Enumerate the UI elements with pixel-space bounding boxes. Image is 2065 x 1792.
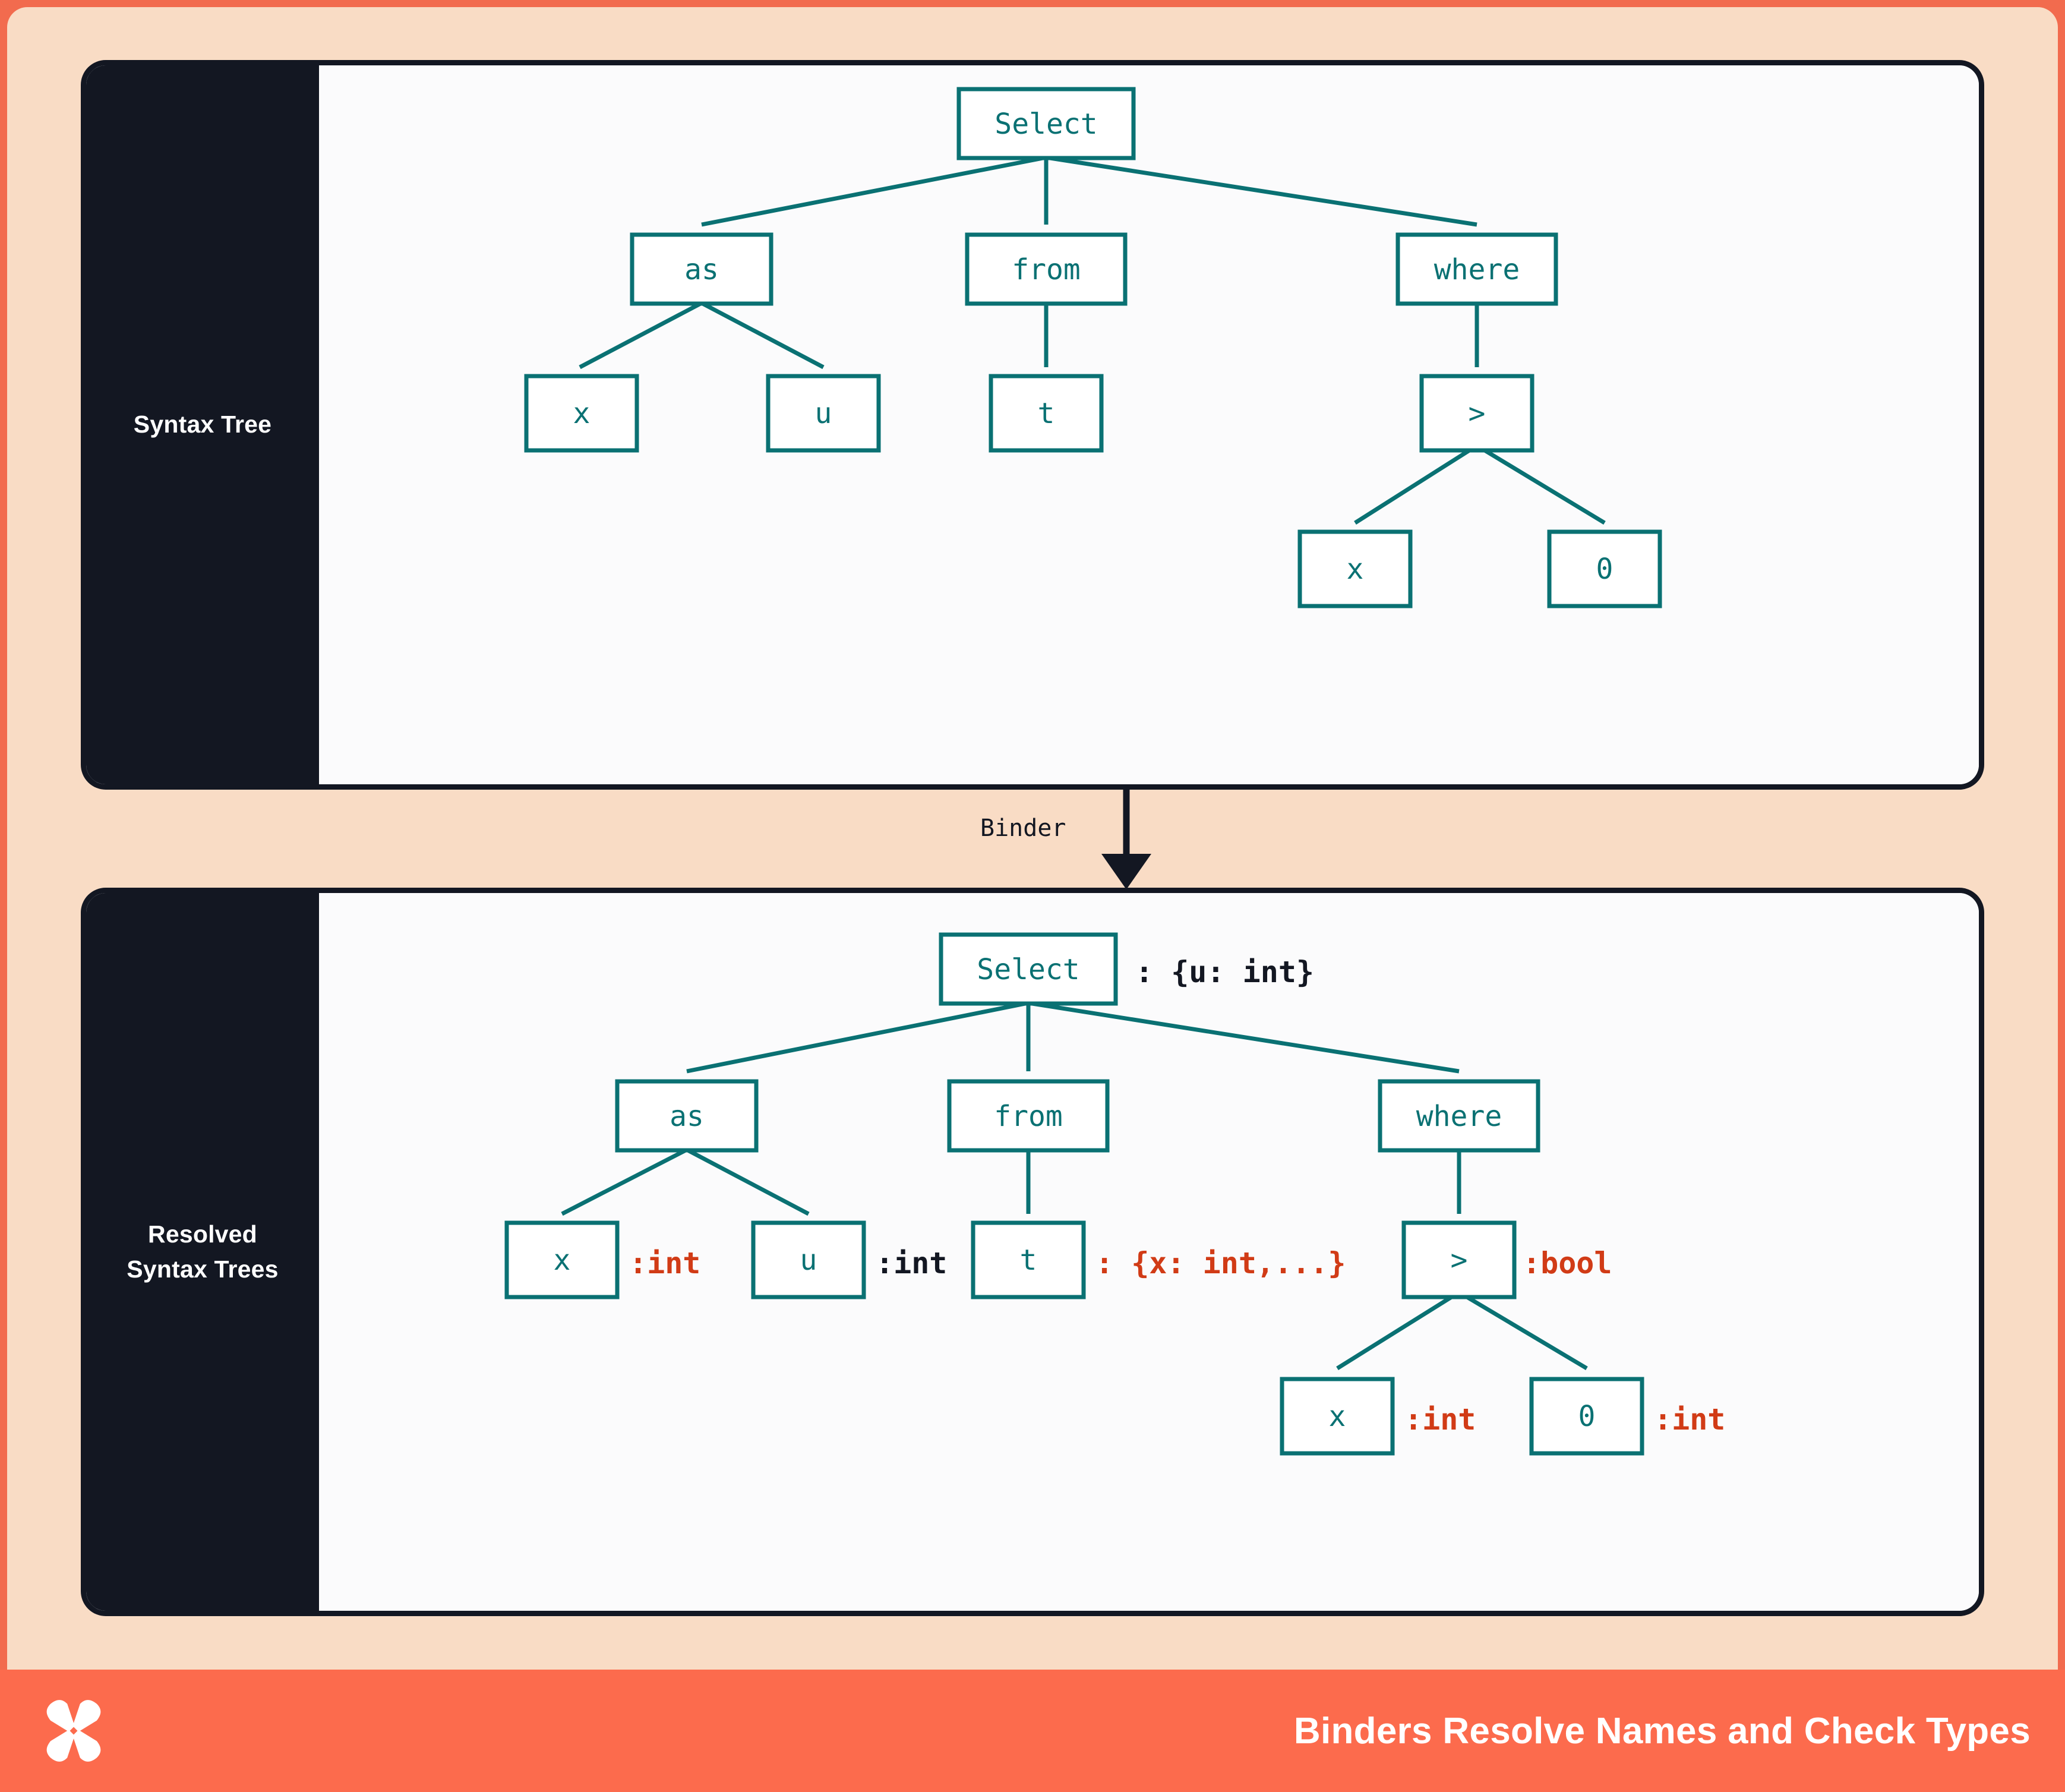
r-annotation-as-u: :int (876, 1246, 947, 1280)
svg-text:0: 0 (1596, 553, 1614, 586)
resolved-syntax-tree-diagram: Select : {u: int} as from where (504, 932, 1725, 1456)
panel-resolved-syntax-trees-label: Resolved Syntax Trees (127, 1217, 278, 1288)
node-as-x: x (524, 374, 639, 453)
r-annotation-cmp-x: :int (1404, 1402, 1476, 1437)
svg-text:0: 0 (1578, 1400, 1596, 1433)
svg-text:where: where (1416, 1100, 1502, 1133)
node-as-u: u (766, 374, 881, 453)
r-node-where-cmp: > (1401, 1220, 1517, 1299)
svg-text:Select: Select (977, 953, 1079, 986)
binder-arrow (1101, 790, 1151, 888)
binder-connector (81, 790, 1984, 888)
node-cmp-x: x (1297, 529, 1413, 608)
r-node-from: from (947, 1079, 1110, 1153)
edge-cmp-x (1354, 444, 1478, 525)
sidebar-label-line-2: Syntax Trees (127, 1255, 279, 1283)
r-annotation-from-t: : {x: int,...} (1095, 1246, 1346, 1280)
r-edge-root-where (1028, 1001, 1460, 1074)
r-node-cmp-x: x (1280, 1377, 1395, 1456)
r-edge-cmp-x (1336, 1291, 1460, 1370)
svg-text:from: from (994, 1100, 1063, 1133)
footer-bar: Binders Resolve Names and Check Types (0, 1670, 2065, 1792)
node-select: Select (956, 87, 1136, 160)
r-node-select: Select (939, 932, 1118, 1006)
edge-as-x (579, 301, 703, 370)
node-where-cmp: > (1419, 374, 1534, 453)
r-annotation-cmp-zero: :int (1654, 1402, 1725, 1437)
r-node-as: as (615, 1079, 759, 1153)
panel-resolved-syntax-trees: Resolved Syntax Trees Select (81, 888, 1984, 1616)
footer-title: Binders Resolve Names and Check Types (1293, 1710, 2031, 1752)
svg-text:where: where (1434, 253, 1520, 286)
r-edge-root-as (686, 1001, 1029, 1074)
panel-syntax-tree-sidebar: Syntax Tree (86, 65, 319, 784)
edge-root-where (1046, 155, 1477, 227)
r-node-as-x: x (504, 1220, 620, 1299)
svg-text:Select: Select (994, 108, 1097, 141)
r-node-as-u: u (751, 1220, 866, 1299)
edge-cmp-zero (1476, 444, 1606, 525)
svg-text:as: as (670, 1100, 704, 1133)
panel-syntax-tree-label: Syntax Tree (133, 411, 272, 438)
r-edge-as-x (561, 1147, 688, 1216)
node-where: where (1395, 232, 1558, 306)
panel-resolved-syntax-trees-canvas: Select : {u: int} as from where (319, 893, 1979, 1611)
edge-root-as (701, 155, 1047, 227)
svg-text:>: > (1451, 1244, 1468, 1277)
syntax-tree-diagram: Select as from where (524, 87, 1662, 608)
node-cmp-zero: 0 (1547, 529, 1662, 608)
node-from-t: t (989, 374, 1104, 453)
svg-text:x: x (554, 1244, 571, 1277)
panel-syntax-tree: Syntax Tree Sele (81, 60, 1984, 790)
r-annotation-where-cmp: :bool (1523, 1246, 1612, 1280)
sidebar-label-line-1: Resolved (148, 1220, 257, 1248)
svg-text:>: > (1469, 397, 1486, 430)
svg-text:as: as (684, 253, 719, 286)
node-from: from (965, 232, 1128, 306)
panel-resolved-syntax-trees-sidebar: Resolved Syntax Trees (86, 893, 319, 1611)
r-node-where: where (1378, 1079, 1540, 1153)
edge-as-u (700, 301, 825, 370)
binder-label: Binder (980, 815, 1066, 842)
svg-text:u: u (800, 1244, 817, 1277)
r-edge-as-u (686, 1147, 810, 1216)
r-node-cmp-zero: 0 (1529, 1377, 1644, 1456)
svg-text:u: u (815, 397, 832, 430)
r-annotation-as-x: :int (629, 1246, 700, 1280)
x-butterfly-logo-icon (46, 1700, 101, 1762)
svg-text:t: t (1020, 1244, 1037, 1277)
svg-text:x: x (1347, 553, 1364, 586)
r-node-from-t: t (971, 1220, 1086, 1299)
svg-text:x: x (573, 397, 591, 430)
panel-syntax-tree-canvas: Select as from where (319, 65, 1979, 784)
svg-text:x: x (1329, 1400, 1346, 1433)
svg-text:t: t (1038, 397, 1055, 430)
svg-text:from: from (1012, 253, 1081, 286)
r-edge-cmp-zero (1458, 1290, 1588, 1371)
r-annotation-select: : {u: int} (1135, 955, 1314, 989)
node-as: as (630, 232, 773, 306)
